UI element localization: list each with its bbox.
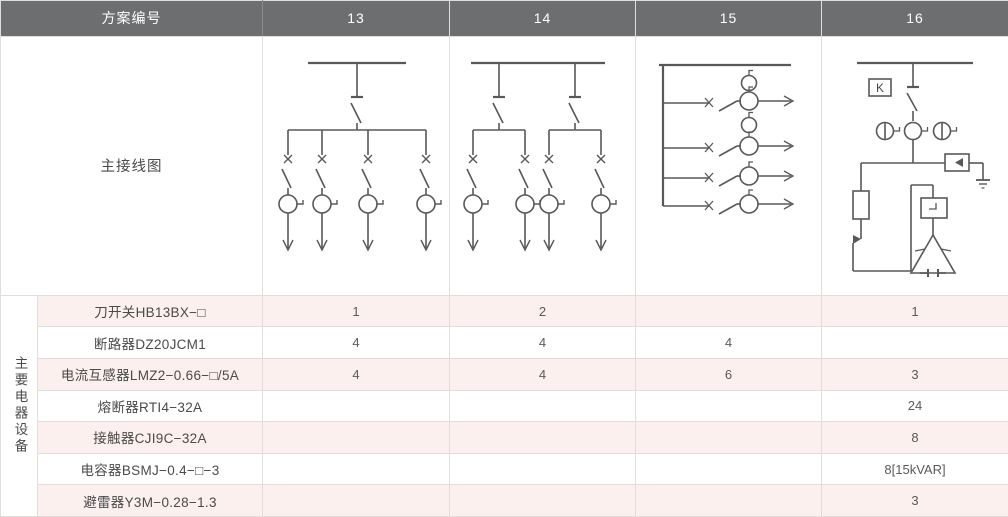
k-box-label: K <box>876 81 884 95</box>
header-col-15: 15 <box>635 0 822 37</box>
table-row: 主要电器设备 刀开关HB13BX−□ 1 2 1 <box>0 294 1008 517</box>
cell-3-14 <box>449 389 636 423</box>
cell-5-15 <box>635 452 822 486</box>
cell-4-14 <box>449 421 636 454</box>
cell-6-16: 3 <box>821 484 1008 517</box>
diagram-col-13 <box>262 35 450 296</box>
table-row: 电容器BSMJ−0.4−□−3 8[15kVAR] <box>1 452 1008 486</box>
table-row: 接触器CJI9C−32A 8 <box>1 421 1008 454</box>
single-line-diagram-13 <box>278 62 442 252</box>
header-title-cell: 方案编号 <box>0 0 263 37</box>
group-label: 主要电器设备 <box>12 356 28 456</box>
header-title: 方案编号 <box>101 10 162 27</box>
cell-1-13: 4 <box>262 326 450 359</box>
cell-2-16: 3 <box>821 358 1008 391</box>
table-row: 熔断器RTI4−32A 24 <box>1 389 1008 423</box>
cell-5-16: 8[15kVAR] <box>821 452 1008 486</box>
single-line-diagram-15 <box>658 64 794 216</box>
table-header-row: 方案编号 13 14 15 16 <box>0 0 1008 37</box>
diagram-col-16: K <box>821 35 1008 296</box>
diagram-row: 主接线图 <box>0 35 1008 296</box>
header-col-14: 14 <box>449 0 636 37</box>
group-label-cell: 主要电器设备 <box>0 294 38 517</box>
cell-4-13 <box>262 421 450 454</box>
cell-6-15 <box>635 484 822 517</box>
header-col-13: 13 <box>262 0 450 37</box>
diagram-row-label-cell: 主接线图 <box>0 35 263 296</box>
cell-5-14 <box>449 452 636 486</box>
diagram-col-14 <box>449 35 636 296</box>
cell-2-15: 6 <box>635 358 822 391</box>
header-col-16: 16 <box>821 0 1008 37</box>
table-row: 避雷器Y3M−0.28−1.3 3 <box>1 484 1008 517</box>
cell-4-15 <box>635 421 822 454</box>
row-label-0: 刀开关HB13BX−□ <box>37 294 263 328</box>
row-label-3: 熔断器RTI4−32A <box>37 389 263 423</box>
table-row: 断路器DZ20JCM1 4 4 4 <box>1 326 1008 359</box>
cell-6-14 <box>449 484 636 517</box>
cell-6-13 <box>262 484 450 517</box>
cell-0-15 <box>635 294 822 328</box>
cell-1-16 <box>821 326 1008 359</box>
row-label-6: 避雷器Y3M−0.28−1.3 <box>37 484 263 517</box>
single-line-diagram-16: K <box>852 62 990 278</box>
row-label-2: 电流互感器LMZ2−0.66−□/5A <box>37 358 263 391</box>
single-line-diagram-14 <box>462 62 617 252</box>
row-label-1: 断路器DZ20JCM1 <box>37 326 263 359</box>
cell-2-13: 4 <box>262 358 450 391</box>
cell-1-15: 4 <box>635 326 822 359</box>
cell-2-14: 4 <box>449 358 636 391</box>
cell-3-15 <box>635 389 822 423</box>
cell-4-16: 8 <box>821 421 1008 454</box>
diagram-row-label: 主接线图 <box>100 159 163 176</box>
row-label-4: 接触器CJI9C−32A <box>37 421 263 454</box>
cell-3-16: 24 <box>821 389 1008 423</box>
cell-0-14: 2 <box>449 294 636 328</box>
row-label-5: 电容器BSMJ−0.4−□−3 <box>37 452 263 486</box>
table-row: 电流互感器LMZ2−0.66−□/5A 4 4 6 3 <box>1 358 1008 391</box>
cell-0-13: 1 <box>262 294 450 328</box>
cell-0-16: 1 <box>821 294 1008 328</box>
diagram-col-15 <box>635 35 822 296</box>
cell-5-13 <box>262 452 450 486</box>
cell-1-14: 4 <box>449 326 636 359</box>
cell-3-13 <box>262 389 450 423</box>
